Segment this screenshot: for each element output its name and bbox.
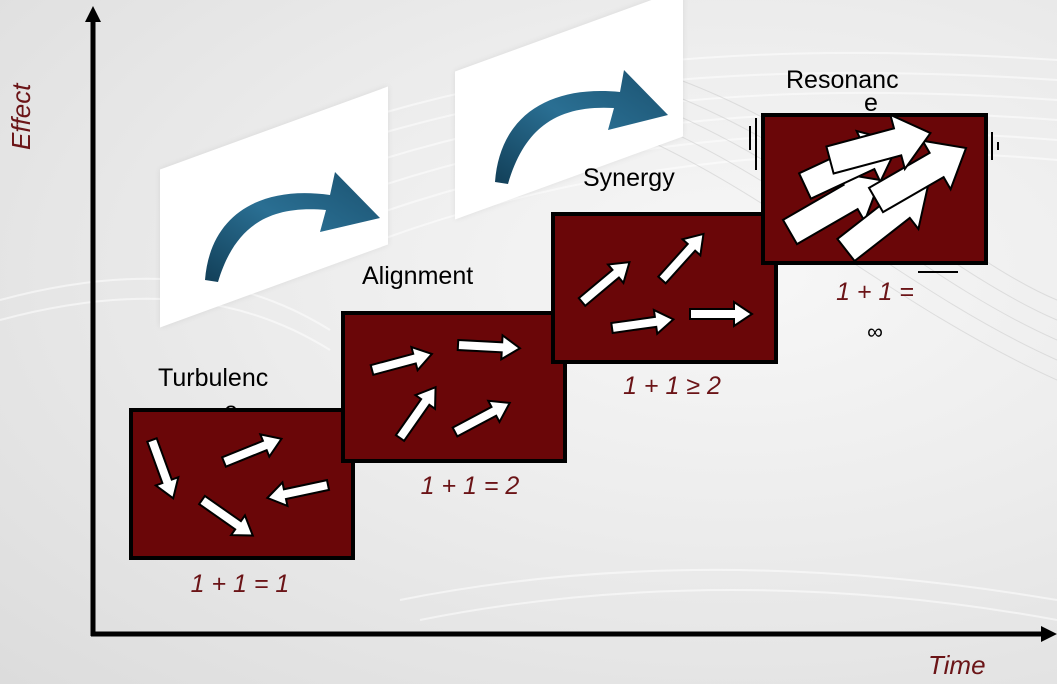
stage-title-synergy: Synergy bbox=[583, 164, 675, 192]
equation-turbulence: 1 + 1 = 1 bbox=[190, 570, 290, 598]
stage-title-turbulence: Turbulenc e bbox=[158, 364, 269, 425]
equation-alignment: 1 + 1 = 2 bbox=[420, 472, 520, 500]
stage-title-alignment: Alignment bbox=[362, 262, 474, 290]
equation-synergy: 1 + 1 ≥ 2 bbox=[623, 372, 721, 400]
curved-arrow-icon bbox=[205, 172, 380, 282]
x-axis-label: Time bbox=[928, 650, 986, 680]
curved-arrow-icon bbox=[495, 70, 668, 184]
x-axis-arrowhead bbox=[1041, 626, 1057, 642]
equation-resonance: 1 + 1 = ∞ bbox=[836, 278, 914, 344]
stage-title-resonance: Resonanc e bbox=[786, 66, 899, 117]
stage-box-alignment bbox=[341, 311, 567, 463]
y-axis-arrowhead bbox=[85, 6, 101, 22]
stage-box-synergy bbox=[551, 212, 778, 364]
